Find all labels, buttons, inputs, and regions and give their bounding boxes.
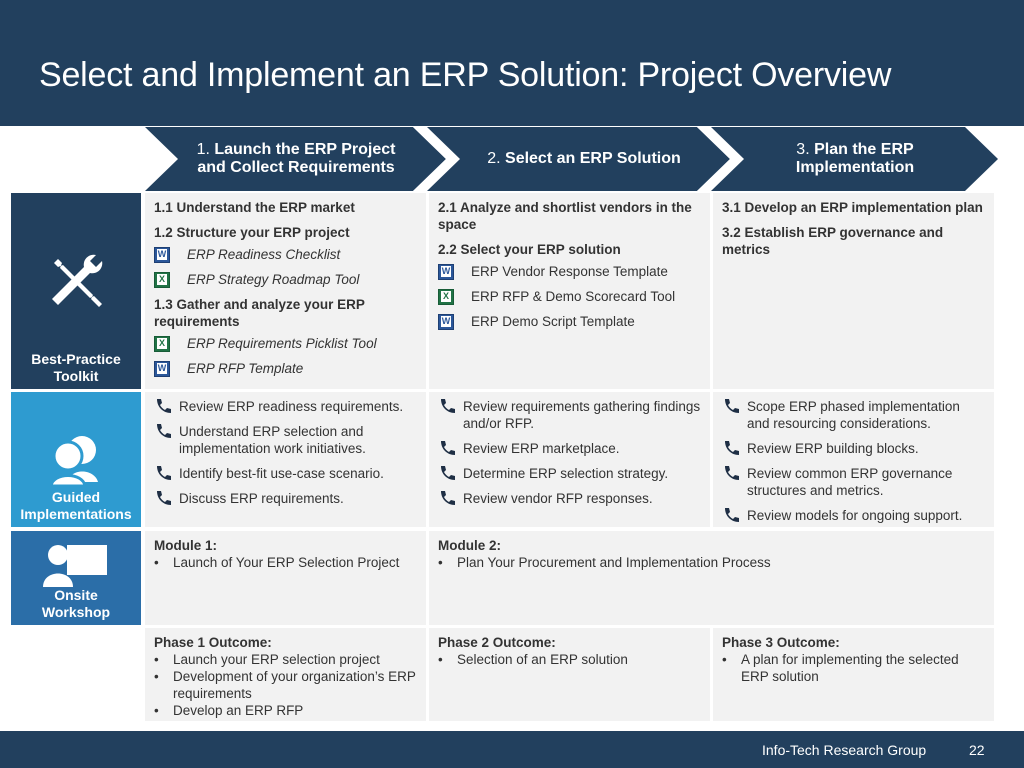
step-3-2: 3.2 Establish ERP governance and metrics xyxy=(722,225,944,257)
guided-cell-phase-1: Review ERP readiness requirements. Under… xyxy=(145,392,426,527)
phone-icon xyxy=(725,441,739,455)
workshop-cell-module-1: Module 1: •Launch of Your ERP Selection … xyxy=(145,531,426,625)
phone-icon xyxy=(157,424,171,438)
list-item: Identify best-fit use-case scenario. xyxy=(154,465,418,482)
phase-2-arrow-gap xyxy=(697,127,744,191)
list-item: Discuss ERP requirements. xyxy=(154,490,418,507)
list-item: Review common ERP governance structures … xyxy=(722,465,986,499)
outcome-cell-phase-1: Phase 1 Outcome: •Launch your ERP select… xyxy=(145,628,426,721)
list-item: •Plan Your Procurement and Implementatio… xyxy=(438,555,771,570)
phase-1-arrow-gap xyxy=(413,127,460,191)
step-2-1: 2.1 Analyze and shortlist vendors in the… xyxy=(438,200,692,232)
list-item: •Launch your ERP selection project xyxy=(154,652,380,667)
list-item: Determine ERP selection strategy. xyxy=(438,465,702,482)
phone-icon xyxy=(441,399,455,413)
outcome-cell-phase-3: Phase 3 Outcome: •A plan for implementin… xyxy=(713,628,994,721)
word-file-icon: W xyxy=(438,263,454,280)
guided-cell-phase-2: Review requirements gathering findings a… xyxy=(429,392,710,527)
page-number: 22 xyxy=(969,742,985,758)
list-item: Review ERP readiness requirements. xyxy=(154,398,418,415)
list-item: Review ERP building blocks. xyxy=(722,440,986,457)
list-item: Review vendor RFP responses. xyxy=(438,490,702,507)
phase-arrows xyxy=(145,127,998,191)
step-1-3: 1.3 Gather and analyze your ERP requirem… xyxy=(154,297,365,329)
presenter-icon xyxy=(43,545,107,587)
phone-icon xyxy=(441,441,455,455)
phone-icon xyxy=(157,466,171,480)
list-item: •Develop an ERP RFP xyxy=(154,703,304,718)
module-1-title: Module 1: xyxy=(154,538,217,553)
list-item: Review models for ongoing support. xyxy=(722,507,986,524)
phase-2-arrow xyxy=(427,127,730,191)
tool-erp-requirements-picklist[interactable]: X ERP Requirements Picklist Tool xyxy=(154,335,418,352)
tool-erp-demo-script[interactable]: W ERP Demo Script Template xyxy=(438,313,702,330)
tool-erp-rfp-template[interactable]: W ERP RFP Template xyxy=(154,360,418,377)
toolkit-cell-phase-3: 3.1 Develop an ERP implementation plan 3… xyxy=(713,193,994,389)
list-item: Review requirements gathering findings a… xyxy=(438,398,702,432)
tool-erp-vendor-response[interactable]: W ERP Vendor Response Template xyxy=(438,263,702,280)
phone-icon xyxy=(441,491,455,505)
outcome-cell-phase-2: Phase 2 Outcome: •Selection of an ERP so… xyxy=(429,628,710,721)
phone-icon xyxy=(725,399,739,413)
word-file-icon: W xyxy=(438,313,454,330)
phone-icon xyxy=(725,466,739,480)
phase-2-label: 2. Select an ERP Solution xyxy=(487,150,681,167)
phase-3-outcome-title: Phase 3 Outcome: xyxy=(722,635,840,650)
excel-file-icon: X xyxy=(154,271,170,288)
phone-icon xyxy=(157,491,171,505)
excel-file-icon: X xyxy=(438,288,454,305)
excel-file-icon: X xyxy=(154,335,170,352)
list-item: •A plan for implementing the selected ER… xyxy=(722,652,959,684)
step-3-1: 3.1 Develop an ERP implementation plan xyxy=(722,200,983,215)
people-icon xyxy=(49,436,98,488)
step-1-2: 1.2 Structure your ERP project xyxy=(154,225,350,240)
toolkit-cell-phase-1: 1.1 Understand the ERP market 1.2 Struct… xyxy=(145,193,426,389)
phone-icon xyxy=(157,399,171,413)
phone-icon xyxy=(725,508,739,522)
toolkit-cell-phase-2: 2.1 Analyze and shortlist vendors in the… xyxy=(429,193,710,389)
word-file-icon: W xyxy=(154,360,170,377)
list-item: Scope ERP phased implementation and reso… xyxy=(722,398,986,432)
workshop-cell-module-2: Module 2: •Plan Your Procurement and Imp… xyxy=(429,531,994,625)
guided-cell-phase-3: Scope ERP phased implementation and reso… xyxy=(713,392,994,527)
phone-icon xyxy=(441,466,455,480)
list-item: •Selection of an ERP solution xyxy=(438,652,628,667)
tools-icon xyxy=(50,254,103,307)
step-1-1: 1.1 Understand the ERP market xyxy=(154,200,355,215)
title-bar: Select and Implement an ERP Solution: Pr… xyxy=(0,0,1024,126)
page-title: Select and Implement an ERP Solution: Pr… xyxy=(39,56,892,94)
list-item: •Development of your organization’s ERP … xyxy=(154,669,416,701)
step-2-2: 2.2 Select your ERP solution xyxy=(438,242,621,257)
tool-erp-rfp-demo-scorecard[interactable]: X ERP RFP & Demo Scorecard Tool xyxy=(438,288,702,305)
word-file-icon: W xyxy=(154,246,170,263)
phase-1-arrow xyxy=(145,127,446,191)
phase-2-outcome-title: Phase 2 Outcome: xyxy=(438,635,556,650)
tool-erp-readiness-checklist[interactable]: W ERP Readiness Checklist xyxy=(154,246,418,263)
list-item: Review ERP marketplace. xyxy=(438,440,702,457)
list-item: •Launch of Your ERP Selection Project xyxy=(154,555,400,570)
footer-bar: Info-Tech Research Group 22 xyxy=(0,731,1024,768)
footer-org: Info-Tech Research Group xyxy=(762,742,927,758)
phase-3-arrow xyxy=(711,127,998,191)
phase-1-outcome-title: Phase 1 Outcome: xyxy=(154,635,272,650)
tool-erp-strategy-roadmap[interactable]: X ERP Strategy Roadmap Tool xyxy=(154,271,418,288)
module-2-title: Module 2: xyxy=(438,538,501,553)
list-item: Understand ERP selection and implementat… xyxy=(154,423,418,457)
